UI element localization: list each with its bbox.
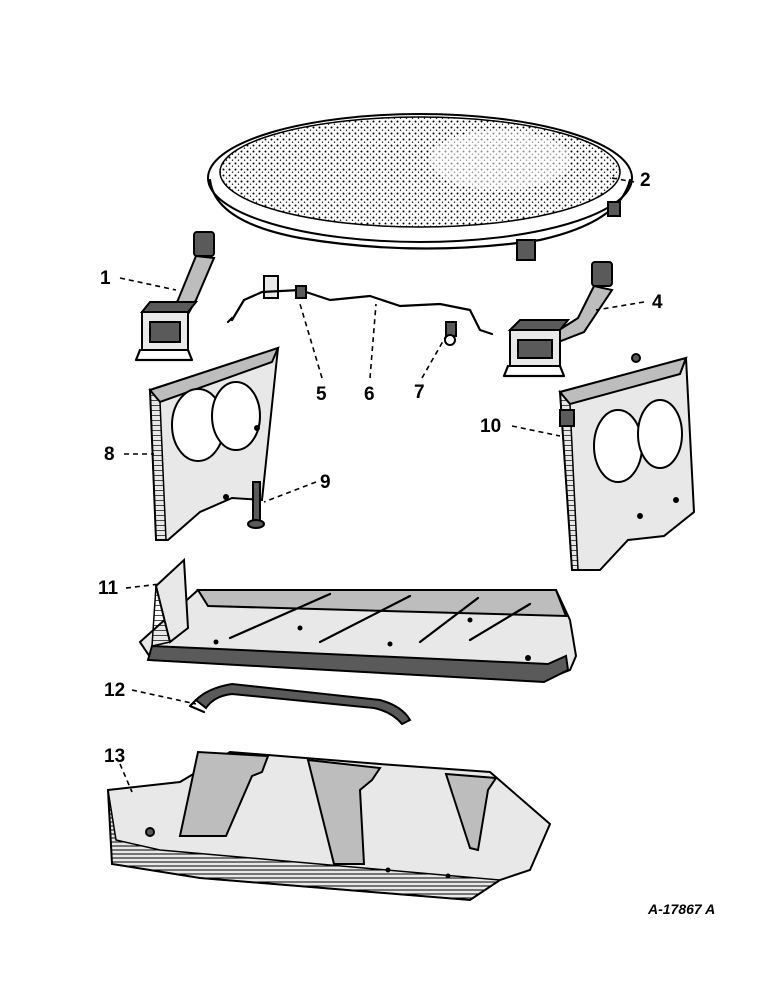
callout-12: 12 <box>104 680 125 701</box>
callout-4: 4 <box>652 292 663 313</box>
callout-6: 6 <box>364 384 375 405</box>
callout-7: 7 <box>414 382 425 403</box>
callout-11: 11 <box>98 578 119 599</box>
callout-2: 2 <box>640 170 651 191</box>
right-side-plate <box>558 353 696 571</box>
right-seat-bracket <box>502 261 614 378</box>
seat-handle <box>188 682 412 726</box>
bolt <box>247 481 265 529</box>
left-side-plate <box>148 346 280 541</box>
seat-cushion <box>207 113 633 261</box>
lower-guard <box>106 750 552 902</box>
callout-9: 9 <box>320 472 331 493</box>
callout-13: 13 <box>104 746 125 767</box>
callout-8: 8 <box>104 444 115 465</box>
callout-10: 10 <box>480 416 501 437</box>
drawing-number: A-17867 A <box>647 901 715 917</box>
seat-base <box>138 557 578 684</box>
left-seat-bracket <box>134 231 216 362</box>
callout-1: 1 <box>100 268 111 289</box>
leader-lines <box>119 177 645 793</box>
callout-5: 5 <box>316 384 327 405</box>
seat-rod <box>226 275 494 336</box>
bolt-nut <box>444 321 457 346</box>
